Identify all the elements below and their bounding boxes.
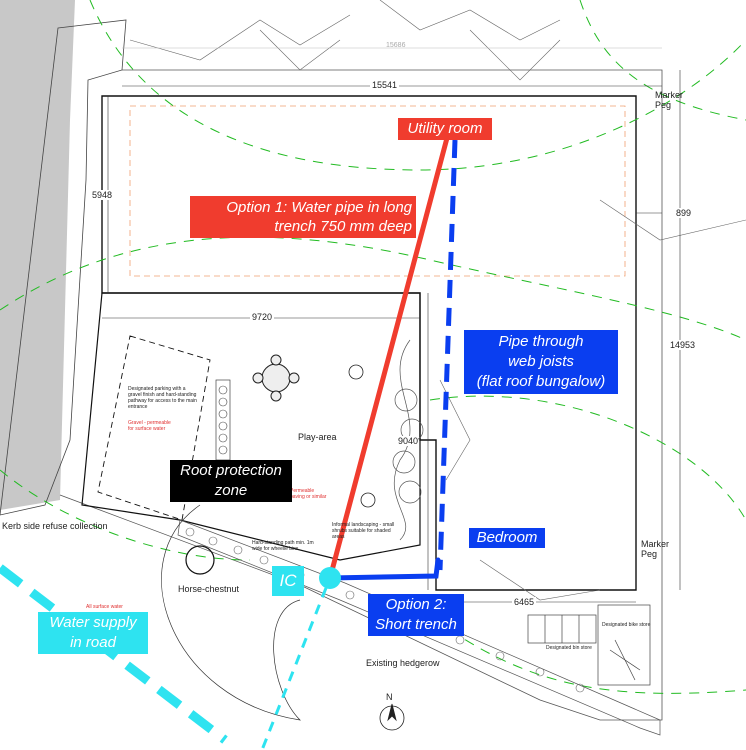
tree-canopies [0, 0, 746, 694]
surface-water-label: All surface water [86, 604, 123, 610]
bike-store-label: Designated bike store [602, 622, 651, 628]
dim-inner-height: 9040 [398, 436, 419, 446]
bike-store [597, 604, 651, 686]
gravel-note: Gravel - permeable for surface water [128, 420, 171, 432]
pathway-strip [215, 379, 231, 461]
water-supply-branch [260, 587, 328, 750]
utility-room-callout: Utility room [398, 118, 492, 140]
dim-top-faint: 15686 [386, 42, 406, 49]
dim-right-height: 14953 [670, 340, 696, 350]
permeable-paving-note: Permeable paving or similar [290, 488, 327, 500]
parking-area [97, 335, 211, 521]
option1-red-pipe [327, 135, 450, 581]
dim-inner-width: 9720 [250, 312, 275, 322]
option1-line2: trench 750 mm deep [274, 218, 412, 235]
pipe-line2: web joists [508, 353, 574, 370]
play-area-outline [81, 292, 421, 561]
marker-peg-top: Marker Peg [655, 90, 683, 110]
marker-peg-top-line1: Marker [655, 90, 684, 100]
existing-hedgerow-label: Existing hedgerow [366, 658, 440, 668]
bedroom-callout: Bedroom [469, 528, 545, 548]
north-arrow [379, 703, 405, 731]
option1-callout: Option 1: Water pipe in long trench 750 … [190, 196, 416, 238]
landscaping-note: Informal landscaping - small shrubs suit… [332, 522, 395, 540]
root-protection-callout: Root protection zone [170, 460, 292, 502]
marker-peg-bottom: Marker Peg [641, 539, 669, 559]
water-supply-callout: Water supply in road [38, 612, 148, 654]
marker-peg-bottom-line2: Peg [641, 549, 658, 559]
parking-note: Designated parking with a gravel finish … [128, 386, 197, 410]
north-label: N [386, 692, 393, 702]
inspection-chamber [319, 567, 341, 589]
dim-bottom-width: 6465 [512, 597, 537, 607]
horse-chestnut-label: Horse-chestnut [178, 584, 240, 594]
option2-short-trench [327, 557, 441, 581]
option2-callout: Option 2: Short trench [368, 594, 464, 636]
site-context-shapes [129, 0, 746, 601]
pipe-joists-callout: Pipe through web joists (flat roof bunga… [464, 330, 618, 394]
dim-top-width: 15541 [370, 80, 400, 90]
bin-store-label: Designated bin store [546, 645, 592, 651]
option2-line1: Option 2: [385, 596, 447, 613]
horse-chestnut-tree [185, 545, 215, 575]
root-line1: Root protection [180, 462, 282, 479]
setback-line [129, 105, 626, 277]
water-line1: Water supply [49, 614, 137, 631]
path-note: Hard-standing path min. 1m wide for whee… [252, 540, 314, 552]
bin-store [527, 614, 597, 644]
road-edge [0, 19, 127, 516]
blue-pipe-dashed [437, 139, 458, 571]
pipe-line3: (flat roof bungalow) [476, 373, 606, 390]
marker-peg-bottom-line1: Marker [641, 539, 670, 549]
play-area-label: Play-area [298, 432, 337, 442]
play-table-icon [252, 354, 300, 402]
dim-right-offset: 899 [676, 208, 692, 218]
option2-line2: Short trench [375, 616, 457, 633]
root-line2: zone [214, 482, 248, 499]
water-supply-road [0, 564, 228, 744]
ic-callout: IC [272, 566, 304, 596]
water-line2: in road [70, 634, 116, 651]
pathway-pavers [218, 385, 228, 455]
marker-peg-top-line2: Peg [655, 100, 672, 110]
shrub-icon [348, 364, 376, 508]
option1-line1: Option 1: Water pipe in long [226, 199, 412, 216]
horse-chestnut-canopy [161, 504, 302, 721]
road-area [0, 0, 75, 510]
dim-left-height: 5948 [92, 190, 113, 200]
pipe-line1: Pipe through [498, 333, 584, 350]
kerb-side-label: Kerb side refuse collection [2, 521, 108, 531]
landscaping-strip [392, 339, 424, 541]
